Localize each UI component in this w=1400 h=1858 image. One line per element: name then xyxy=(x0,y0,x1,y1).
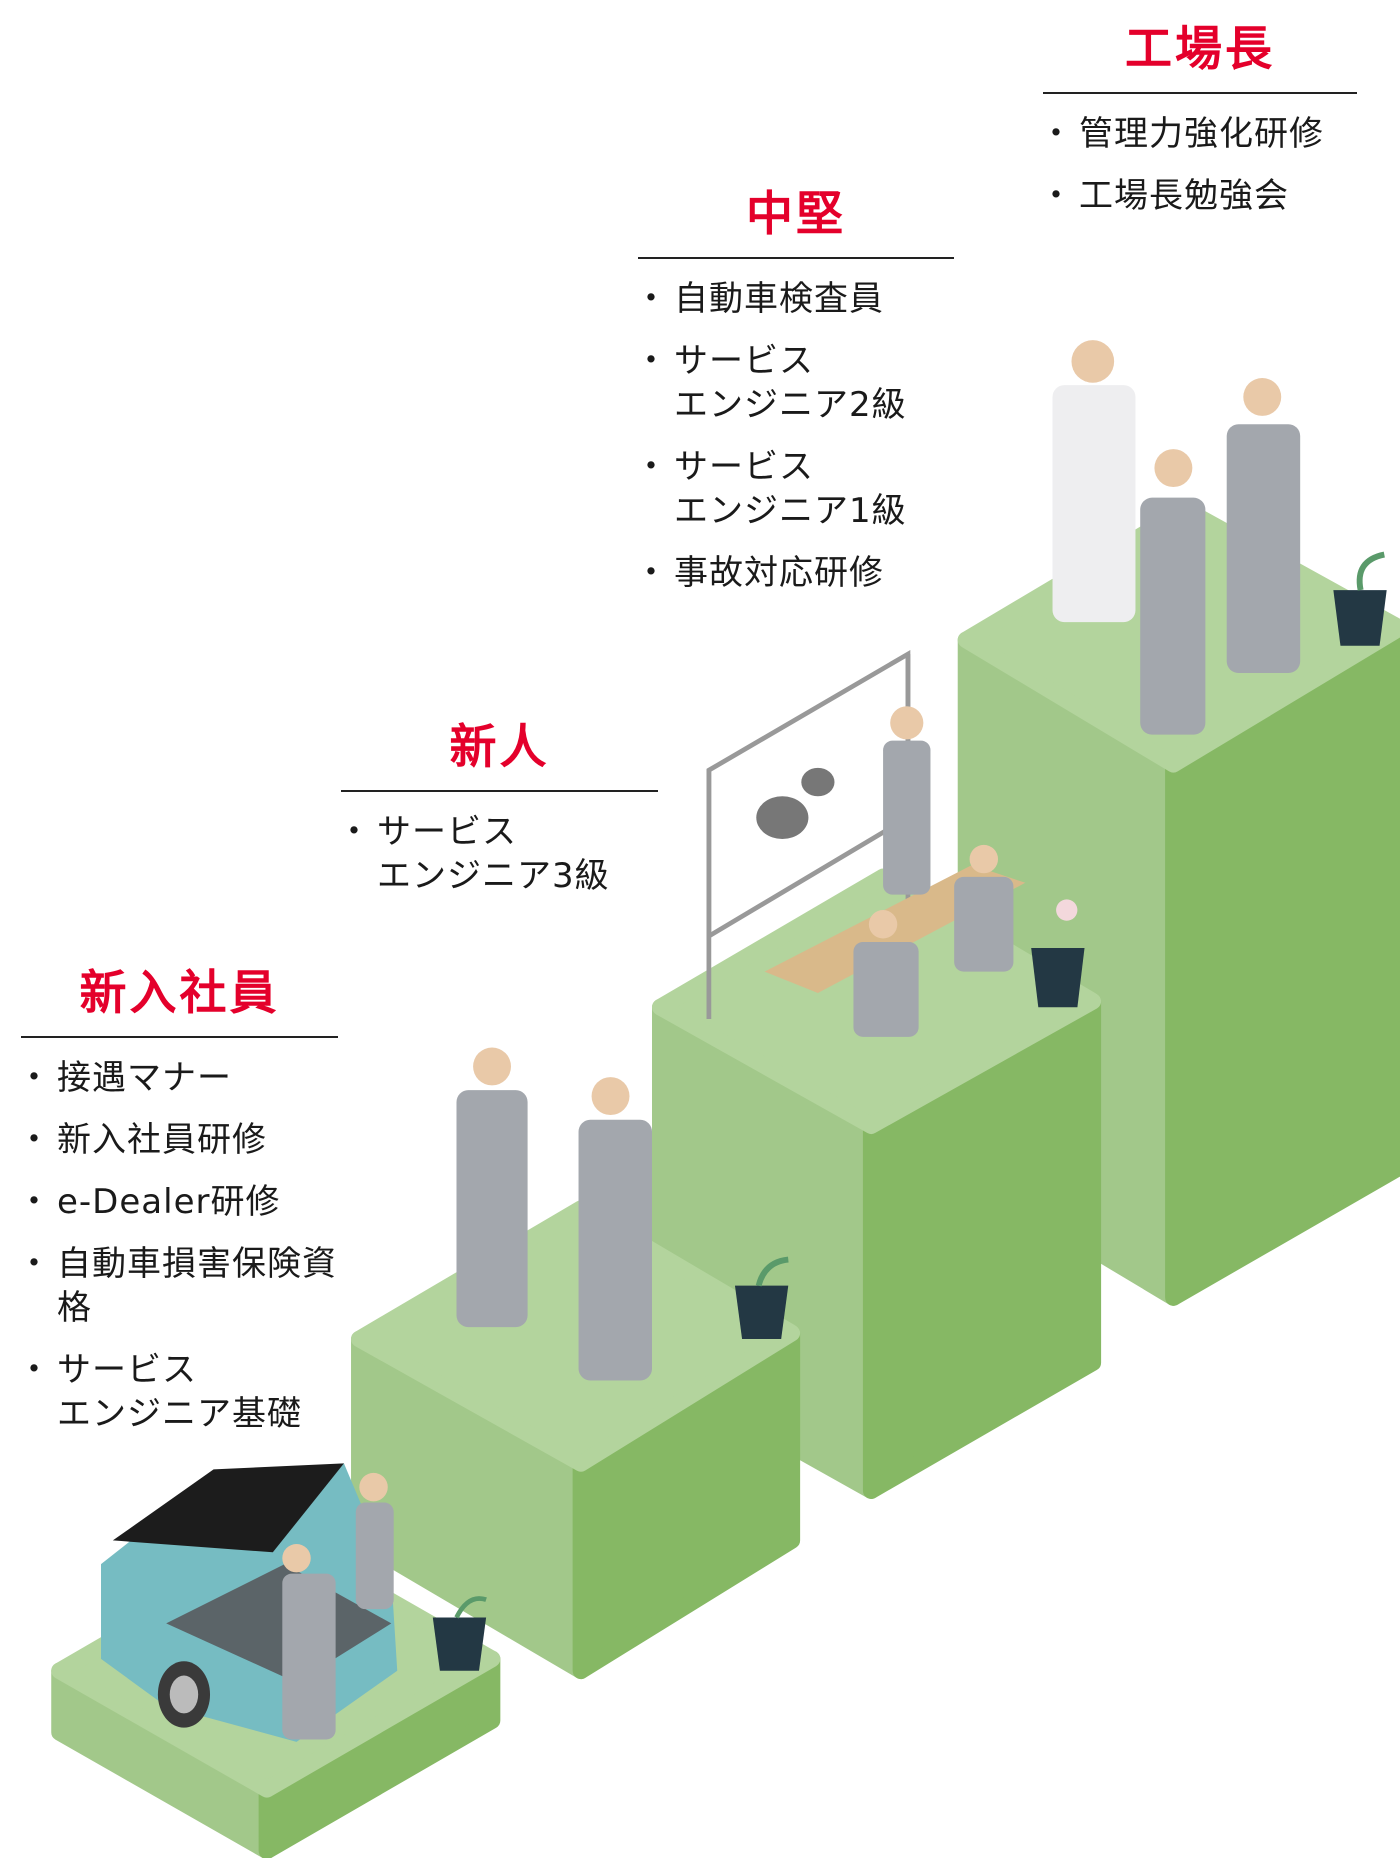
training-list: 管理力強化研修 工場長勉強会 xyxy=(1039,112,1357,218)
training-item: 工場長勉強会 xyxy=(1039,174,1357,218)
training-item: サービス エンジニア基礎 xyxy=(17,1348,338,1436)
stage-title: 新人 xyxy=(449,720,550,775)
training-item: e-Dealer研修 xyxy=(17,1180,338,1224)
stage-title: 工場長 xyxy=(1125,22,1275,77)
training-list: 接遇マナー 新入社員研修 e-Dealer研修 自動車損害保険資格 サービス エ… xyxy=(17,1056,338,1436)
training-list: サービス エンジニア3級 xyxy=(337,810,658,898)
mechanic-figures xyxy=(282,340,1301,1740)
plant-icon xyxy=(432,551,1387,1671)
platform-newcomer xyxy=(351,1200,801,1680)
stage-newcomer: 新人 サービス エンジニア3級 xyxy=(337,720,658,916)
divider xyxy=(21,1036,338,1038)
training-item: 新入社員研修 xyxy=(17,1118,338,1162)
training-item: 事故対応研修 xyxy=(634,551,954,595)
training-item: 管理力強化研修 xyxy=(1039,112,1357,156)
stage-title: 中堅 xyxy=(746,187,846,242)
divider xyxy=(1043,92,1357,94)
stage-title: 新入社員 xyxy=(79,966,280,1021)
training-item: 自動車損害保険資格 xyxy=(17,1242,338,1330)
training-item: サービス エンジニア1級 xyxy=(634,445,954,533)
training-item: 接遇マナー xyxy=(17,1056,338,1100)
training-list: 自動車検査員 サービス エンジニア2級 サービス エンジニア1級 事故対応研修 xyxy=(634,277,954,595)
training-item: サービス エンジニア2級 xyxy=(634,339,954,427)
stage-mid-level: 中堅 自動車検査員 サービス エンジニア2級 サービス エンジニア1級 事故対応… xyxy=(634,187,954,613)
stage-new-employee: 新入社員 接遇マナー 新入社員研修 e-Dealer研修 自動車損害保険資格 サ… xyxy=(17,966,338,1454)
training-item: 自動車検査員 xyxy=(634,277,954,321)
stage-factory-manager: 工場長 管理力強化研修 工場長勉強会 xyxy=(1039,22,1357,236)
divider xyxy=(638,257,954,259)
training-item: サービス エンジニア3級 xyxy=(337,810,658,898)
divider xyxy=(341,790,658,792)
